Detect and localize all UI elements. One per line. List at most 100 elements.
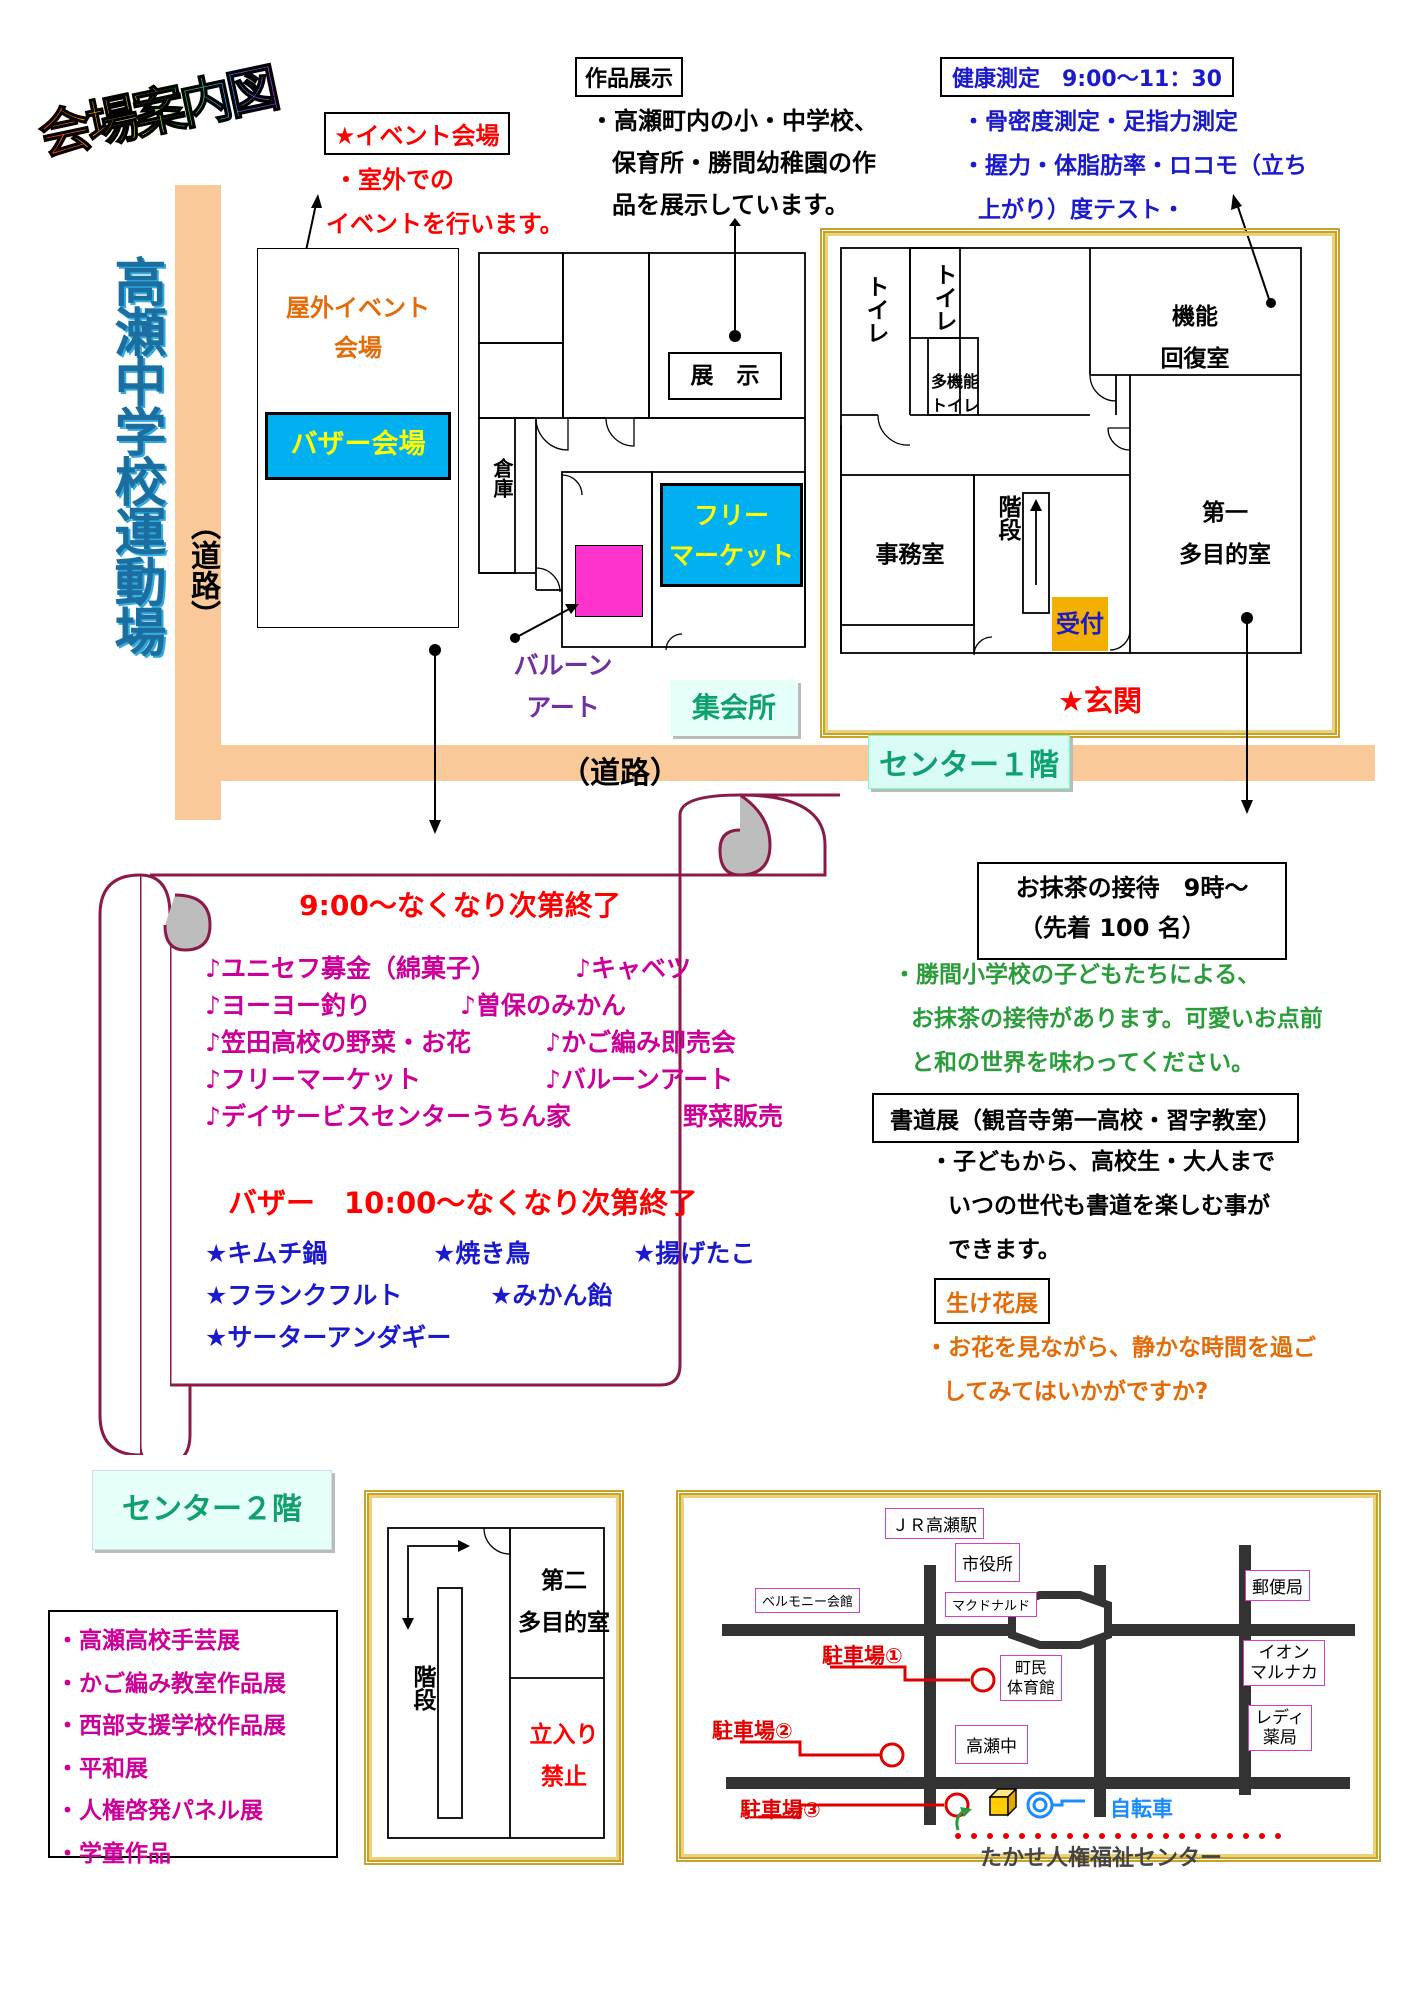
- stairs-2f-label: 階段: [409, 1665, 435, 1711]
- bazaar-item: ★フランクフルト: [205, 1281, 403, 1310]
- road-horizontal: [175, 745, 1375, 781]
- ikebana-line: ・お花を見ながら、静かな時間を過ご: [925, 1335, 1316, 1361]
- works-line: 品を展示しています。: [612, 191, 849, 219]
- works-exhibit-heading: 作品展示: [575, 57, 684, 97]
- scroll-item: ♪曽保のみかん: [460, 991, 626, 1020]
- health-line: ・骨密度測定・足指力測定: [962, 109, 1238, 135]
- bazaar-hall-label: バザー会場: [290, 429, 426, 460]
- stairs-1f-label: 階段: [994, 495, 1020, 541]
- works-line: 保育所・勝間幼稚園の作: [612, 149, 876, 177]
- lady-pharmacy: レディ 薬局: [1248, 1705, 1312, 1751]
- center-2f-list: ・高瀬高校手芸展 ・かご編み教室作品展 ・西部支援学校作品展 ・平和展 ・人権啓…: [48, 1610, 338, 1867]
- center-building-icon: [988, 1787, 1018, 1817]
- matcha-text: ・勝間小学校の子どもたちによる、 お抹茶の接待があります。可愛いお点前 と和の世…: [893, 953, 1323, 1085]
- mcdonalds: マクドナルド: [945, 1592, 1038, 1617]
- center-1f-tag: センター１階: [868, 735, 1070, 789]
- parking-2: 駐車場②: [712, 1719, 793, 1743]
- center-label: たかせ人権福祉センター: [980, 1846, 1223, 1871]
- road-horizontal-label: （道路）: [560, 756, 680, 791]
- outdoor-event-label: 屋外イベント 会場: [286, 294, 430, 362]
- matcha-box: お抹茶の接待 9時～ （先着 100 名）: [977, 862, 1287, 960]
- no-entry-label: 立入り 禁止: [529, 1722, 599, 1790]
- matcha-line: ・勝間小学校の子どもたちによる、: [893, 962, 1261, 988]
- toilet-1-label: トイレ: [862, 275, 888, 344]
- tenji-arrow: [729, 218, 741, 342]
- bazaar-row: ★フランクフルト★みかん飴: [205, 1275, 755, 1317]
- reception-label: 受付: [1056, 610, 1104, 638]
- ikebana-line: してみてはいかがですか?: [943, 1379, 1209, 1405]
- center-2f-item: ・平和展: [56, 1755, 148, 1782]
- calligraphy-line: ・子どもから、高校生・大人まで: [930, 1149, 1275, 1175]
- multi-room-1-label: 第一 多目的室: [1179, 500, 1271, 568]
- event-venue-text: ・室外での イベントを行います。: [326, 158, 564, 246]
- center-2f-frame: [364, 1490, 624, 1865]
- event-venue-line: ・室外での: [334, 166, 454, 194]
- matcha-arrow: [1241, 612, 1253, 814]
- calligraphy-heading: 書道展（観音寺第一高校・習字教室）: [872, 1093, 1299, 1143]
- center-2f-item: ・学童作品: [56, 1840, 171, 1867]
- works-line: ・高瀬町内の小・中学校、: [590, 107, 878, 135]
- scroll-item: ♪笠田高校の野菜・お花: [205, 1028, 471, 1057]
- bicycle-label: 自転車: [1110, 1797, 1173, 1821]
- scroll-item: ♪バルーンアート: [545, 1065, 734, 1094]
- free-market: フリー マーケット: [660, 483, 803, 587]
- scroll-row: ♪ヨーヨー釣り ♪曽保のみかん: [205, 987, 783, 1024]
- health-heading: 健康測定 9:00～11：30: [940, 57, 1234, 97]
- scroll-item: ♪キャベツ: [575, 954, 691, 983]
- center-1f-frame: [820, 228, 1340, 738]
- bazaar-item: ★焼き鳥: [433, 1239, 531, 1268]
- works-exhibit-text: ・高瀬町内の小・中学校、 保育所・勝間幼稚園の作 品を展示しています。: [590, 100, 878, 226]
- center-1f-walls: [840, 247, 1302, 656]
- parking-1: 駐車場①: [822, 1644, 903, 1668]
- town-gym: 町民 体育館: [1000, 1655, 1063, 1701]
- bazaar-hall: バザー会場: [265, 412, 451, 480]
- bazaar-arrow: [429, 644, 441, 834]
- scroll-item: 野菜販売: [683, 1102, 784, 1131]
- community-hall: 集会所: [670, 680, 798, 736]
- scroll-item: ♪かご編み即売会: [545, 1028, 736, 1057]
- health-arrow: [1231, 194, 1276, 308]
- calligraphy-line: できます。: [948, 1237, 1061, 1263]
- matcha-sub: （先着 100 名）: [1019, 914, 1206, 942]
- multi-room-2-label: 第二 多目的室: [518, 1568, 610, 1636]
- scroll-row: ♪笠田高校の野菜・お花 ♪かご編み即売会: [205, 1024, 783, 1061]
- center-2f-item: ・かご編み教室作品展: [56, 1670, 286, 1697]
- bazaar-row: ★サーターアンダギー: [205, 1317, 755, 1359]
- post-office: 郵便局: [1245, 1570, 1310, 1601]
- center-2f-item: ・西部支援学校作品展: [56, 1713, 286, 1739]
- tenji-room: 展 示: [668, 352, 782, 400]
- matcha-line: と和の世界を味わってください。: [911, 1050, 1255, 1076]
- scroll-row: ♪デイサービスセンターうちん家野菜販売: [205, 1098, 783, 1135]
- bazaar-item: ★揚げたこ: [633, 1239, 756, 1268]
- toilet-2-label: トイレ: [930, 263, 956, 332]
- ikebana-heading: 生け花展: [934, 1278, 1050, 1324]
- event-venue-heading: ★イベント会場: [324, 112, 510, 155]
- scroll-items: ♪ユニセフ募金（綿菓子） ♪キャベツ ♪ヨーヨー釣り ♪曽保のみかん ♪笠田高校の野…: [205, 950, 783, 1135]
- entrance-label: ★玄関: [1058, 684, 1142, 718]
- center-2f-walls: [387, 1527, 605, 1839]
- calligraphy-text: ・子どもから、高校生・大人まで いつの世代も書道を楽しむ事が できます。: [930, 1140, 1275, 1272]
- scroll-item: ♪ヨーヨー釣り: [205, 991, 371, 1020]
- health-line: ・握力・体脂肪率・ロコモ（立ち: [962, 153, 1307, 179]
- scroll-row: ♪ユニセフ募金（綿菓子） ♪キャベツ: [205, 950, 783, 987]
- center-2f-item: ・人権啓発パネル展: [56, 1798, 263, 1824]
- page-title: 会場案内図: [31, 46, 284, 184]
- matcha-line: お抹茶の接待があります。可愛いお点前: [911, 1006, 1323, 1032]
- scroll-row: ♪フリーマーケット♪バルーンアート: [205, 1061, 783, 1098]
- bazaar-heading: バザー 10:00～なくなり次第終了: [228, 1186, 698, 1220]
- tenji-label: 展 示: [690, 363, 760, 389]
- balloon-art-area: [575, 545, 643, 617]
- parking-3: 駐車場③: [740, 1798, 821, 1822]
- community-hall-label: 集会所: [691, 691, 776, 724]
- middle-building-walls: [478, 252, 806, 651]
- health-text: ・骨密度測定・足指力測定 ・握力・体脂肪率・ロコモ（立ち 上がり）度テスト・: [962, 100, 1307, 232]
- free-market-label: フリー マーケット: [668, 501, 794, 570]
- scroll-item: ♪ユニセフ募金（綿菓子）: [205, 954, 496, 983]
- rehab-room-label: 機能 回復室: [1160, 304, 1230, 372]
- multi-toilet-label: 多機能 トイレ: [930, 372, 979, 415]
- belmony-hall: ベルモニー会館: [755, 1588, 861, 1613]
- center-2f-tag-label: センター２階: [122, 1492, 302, 1527]
- ikebana-text: ・お花を見ながら、静かな時間を過ご してみてはいかがですか?: [925, 1326, 1316, 1414]
- reception: 受付: [1052, 597, 1108, 651]
- title-text: 会場案内図: [33, 58, 282, 168]
